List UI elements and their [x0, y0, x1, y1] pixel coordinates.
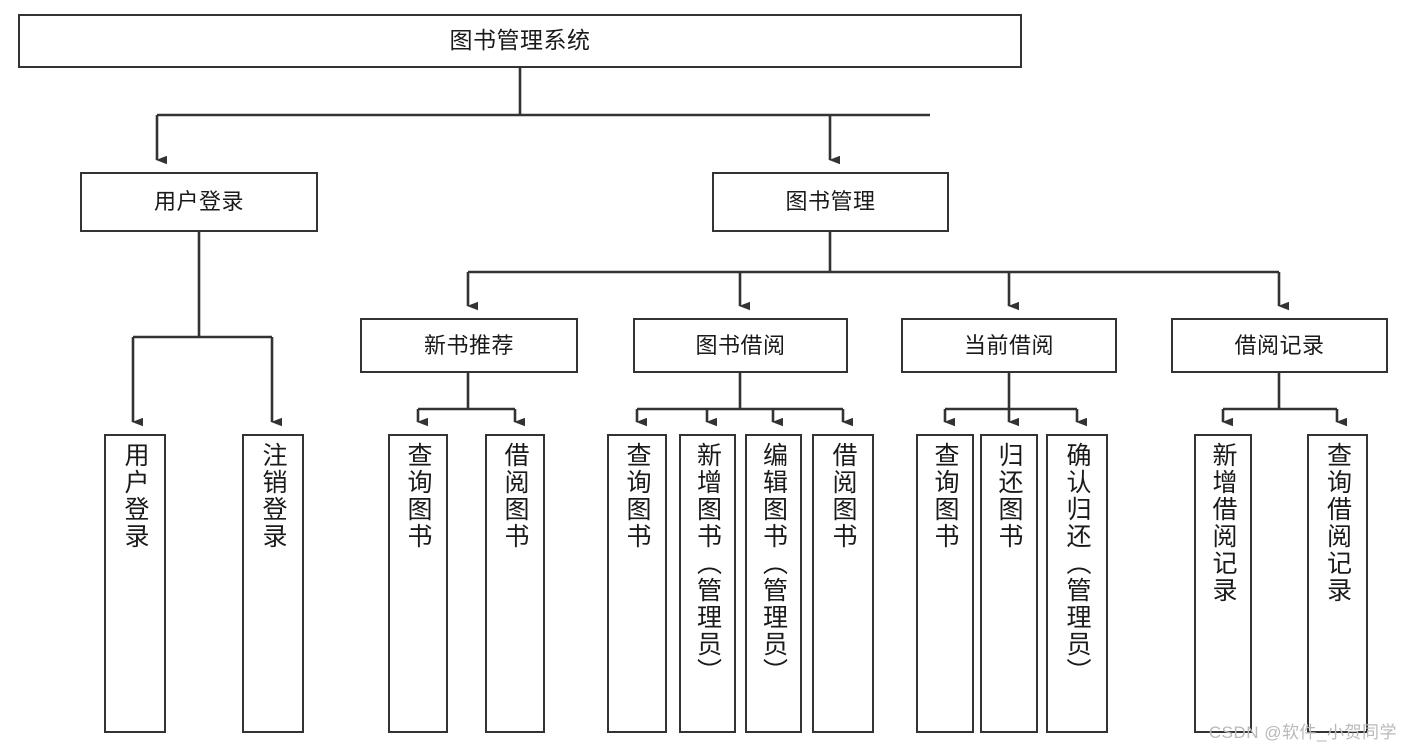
node-user-login[interactable]: 用户登录 — [80, 172, 318, 232]
node-leaf-add-book-admin[interactable]: 新增图书（管理员） — [679, 434, 736, 733]
node-leaf-return-book[interactable]: 归还图书 — [980, 434, 1038, 733]
node-leaf-query-book-new[interactable]: 查询图书 — [388, 434, 448, 733]
node-leaf-borrow-book[interactable]: 借阅图书 — [812, 434, 874, 733]
node-leaf-borrow-book-new[interactable]: 借阅图书 — [485, 434, 545, 733]
node-label: 查询借阅记录 — [1323, 442, 1352, 604]
node-label: 借阅图书 — [829, 442, 857, 550]
node-label: 用户登录 — [153, 189, 244, 215]
node-label: 确认归还（管理员） — [1063, 442, 1091, 685]
node-label: 新增借阅记录 — [1209, 442, 1237, 604]
node-borrow-record[interactable]: 借阅记录 — [1171, 318, 1388, 373]
node-label: 用户登录 — [121, 442, 149, 550]
node-label: 注销登录 — [259, 442, 287, 550]
node-leaf-query-borrow-record[interactable]: 查询借阅记录 — [1307, 434, 1368, 733]
node-leaf-user-logout[interactable]: 注销登录 — [242, 434, 304, 733]
node-label: 图书管理 — [785, 189, 876, 215]
node-leaf-query-book-borrow[interactable]: 查询图书 — [607, 434, 667, 733]
node-label: 图书管理系统 — [449, 27, 591, 54]
node-new-book-recommend[interactable]: 新书推荐 — [360, 318, 578, 373]
node-label: 查询图书 — [404, 442, 432, 550]
node-leaf-confirm-return-admin[interactable]: 确认归还（管理员） — [1046, 434, 1108, 733]
node-book-manage[interactable]: 图书管理 — [712, 172, 949, 232]
node-label: 新增图书（管理员） — [693, 442, 722, 685]
node-root-book-management-system[interactable]: 图书管理系统 — [18, 14, 1022, 68]
node-current-borrow[interactable]: 当前借阅 — [901, 318, 1117, 373]
node-leaf-edit-book-admin[interactable]: 编辑图书（管理员） — [745, 434, 802, 733]
node-label: 借阅记录 — [1234, 332, 1325, 358]
node-label: 借阅图书 — [501, 442, 529, 550]
node-label: 图书借阅 — [695, 332, 786, 358]
node-leaf-query-book-current[interactable]: 查询图书 — [916, 434, 974, 733]
node-label: 查询图书 — [931, 442, 959, 550]
node-book-borrow[interactable]: 图书借阅 — [633, 318, 848, 373]
node-leaf-add-borrow-record[interactable]: 新增借阅记录 — [1194, 434, 1252, 733]
node-label: 当前借阅 — [963, 332, 1054, 358]
node-label: 归还图书 — [995, 442, 1023, 550]
watermark: CSDN @软件_小贺同学 — [1208, 723, 1397, 742]
node-label: 编辑图书（管理员） — [759, 442, 788, 685]
node-label: 查询图书 — [623, 442, 651, 550]
node-label: 新书推荐 — [423, 332, 514, 358]
node-leaf-user-login[interactable]: 用户登录 — [104, 434, 166, 733]
